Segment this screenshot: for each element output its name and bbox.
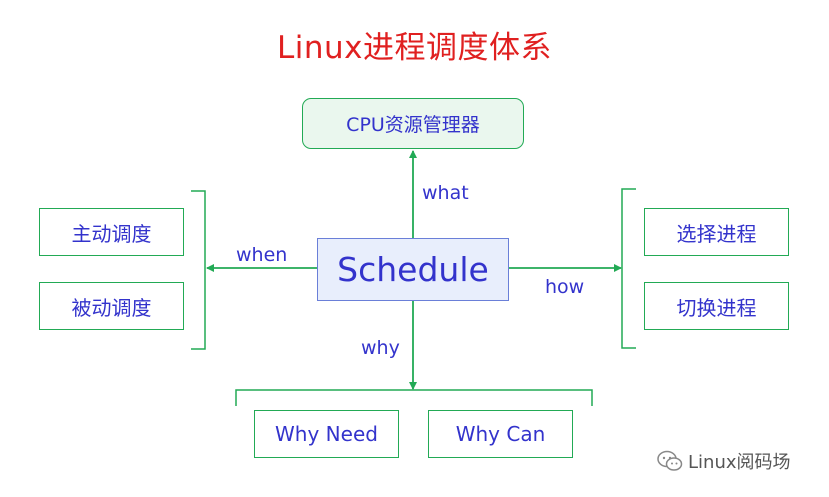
why-can-node: Why Can [428, 410, 573, 458]
edge-label-what: what [422, 182, 469, 204]
select-process-node: 选择进程 [644, 208, 789, 256]
left-bracket [191, 190, 206, 350]
switch-process-node: 切换进程 [644, 282, 789, 330]
right-bracket [621, 188, 636, 349]
schedule-node: Schedule [317, 238, 509, 301]
cpu-manager-node: CPU资源管理器 [302, 98, 524, 149]
watermark: Linux阅码场 [657, 448, 791, 474]
wechat-icon [657, 450, 683, 471]
edge-label-why: why [361, 337, 400, 359]
active-schedule-node: 主动调度 [39, 208, 184, 256]
passive-schedule-node: 被动调度 [39, 282, 184, 330]
why-need-node: Why Need [254, 410, 399, 458]
watermark-text: Linux阅码场 [688, 452, 791, 473]
diagram-title: Linux进程调度体系 [276, 30, 553, 66]
bottom-bracket [235, 389, 593, 406]
edge-label-when: when [236, 244, 288, 266]
edge-label-how: how [545, 276, 585, 298]
